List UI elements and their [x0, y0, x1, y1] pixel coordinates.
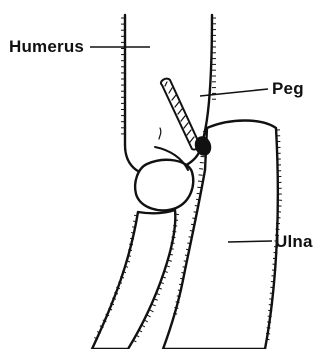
- ulna-leader: [228, 241, 272, 242]
- humerus-label: Humerus: [9, 38, 84, 55]
- condyle: [135, 160, 193, 210]
- ulna-label: Ulna: [275, 233, 313, 250]
- peg-label: Peg: [272, 80, 304, 97]
- lower-bone: [92, 210, 175, 349]
